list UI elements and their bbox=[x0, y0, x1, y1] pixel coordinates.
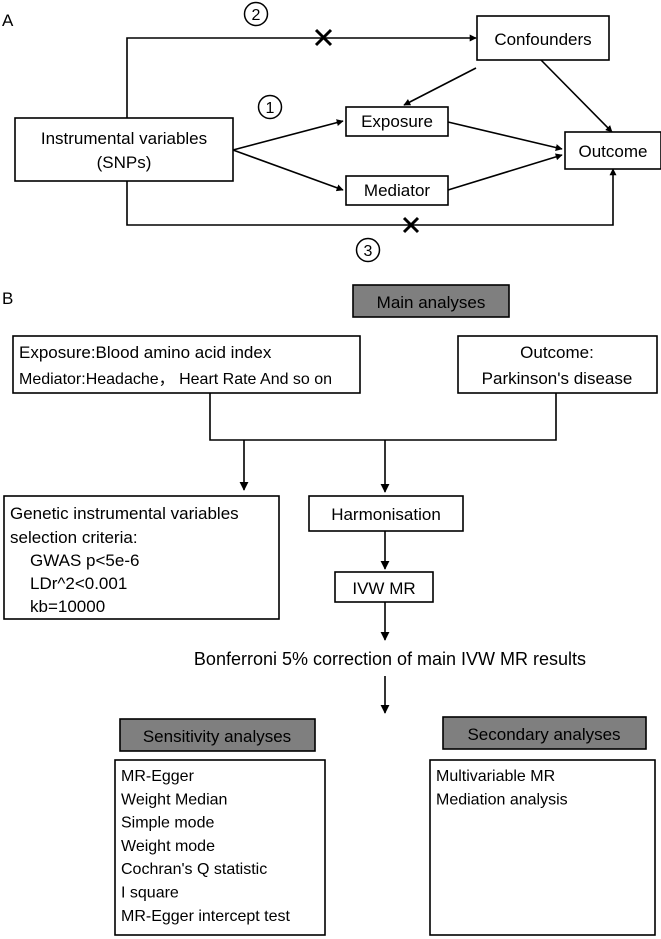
outcome-node: Outcome bbox=[564, 131, 661, 170]
inputs-merge-line bbox=[209, 393, 557, 441]
selection-criteria-box: Genetic instrumental variables selection… bbox=[3, 495, 280, 620]
sensitivity-list-item: Weight Median bbox=[121, 791, 227, 808]
svg-text:LDr^2<0.001: LDr^2<0.001 bbox=[30, 574, 127, 593]
svg-text:Instrumental variables: Instrumental variables bbox=[41, 129, 207, 148]
secondary-list-box: Multivariable MR Mediation analysis bbox=[429, 759, 656, 936]
path-marker-1: 1 bbox=[257, 94, 283, 120]
path-2-blocked-x-icon bbox=[314, 28, 333, 47]
mediator-node: Mediator bbox=[345, 175, 449, 206]
panel-b-connectors bbox=[209, 393, 557, 714]
ivw-mr-box: IVW MR bbox=[334, 571, 434, 603]
sensitivity-list-item: Weight mode bbox=[121, 838, 215, 855]
svg-text:Harmonisation: Harmonisation bbox=[331, 505, 441, 524]
instrumental-variables-node: Instrumental variables (SNPs) bbox=[14, 117, 234, 182]
svg-text:Mediator: Mediator bbox=[364, 181, 430, 200]
panel-b-label: B bbox=[2, 289, 13, 308]
path-3-arrow bbox=[126, 168, 617, 226]
sensitivity-list-item: MR-Egger intercept test bbox=[121, 908, 291, 925]
exposure-node: Exposure bbox=[345, 106, 449, 137]
svg-text:GWAS p<5e-6: GWAS p<5e-6 bbox=[30, 551, 139, 570]
confounders-to-outcome-arrow bbox=[540, 59, 613, 133]
svg-text:Sensitivity analyses: Sensitivity analyses bbox=[143, 727, 291, 746]
secondary-list-item: Mediation analysis bbox=[436, 791, 568, 808]
svg-text:selection criteria:: selection criteria: bbox=[10, 528, 138, 547]
exposure-to-outcome-arrow bbox=[447, 121, 563, 151]
svg-text:Exposure: Exposure bbox=[361, 112, 433, 131]
svg-text:Outcome: Outcome bbox=[579, 142, 648, 161]
svg-text:(SNPs): (SNPs) bbox=[97, 153, 152, 172]
svg-text:Exposure:Blood amino acid inde: Exposure:Blood amino acid index bbox=[19, 343, 272, 362]
svg-text:Main analyses: Main analyses bbox=[377, 293, 486, 312]
svg-text:Secondary analyses: Secondary analyses bbox=[467, 725, 620, 744]
secondary-list-item: Multivariable MR bbox=[436, 768, 555, 785]
svg-text:2: 2 bbox=[252, 7, 261, 24]
exposure-mediator-box: Exposure:Blood amino acid index Mediator… bbox=[12, 335, 361, 394]
iv-to-mediator-arrow bbox=[232, 149, 344, 192]
path-marker-3: 3 bbox=[355, 237, 381, 263]
mediator-to-outcome-arrow bbox=[447, 153, 563, 191]
svg-text:Outcome:: Outcome: bbox=[520, 343, 594, 362]
sensitivity-list-item: Simple mode bbox=[121, 815, 214, 832]
svg-text:3: 3 bbox=[364, 243, 373, 260]
harmonisation-box: Harmonisation bbox=[308, 495, 464, 532]
sensitivity-list-item: I square bbox=[121, 885, 179, 902]
svg-text:Confounders: Confounders bbox=[494, 30, 591, 49]
confounders-node: Confounders bbox=[476, 15, 610, 61]
blocked-path-marks bbox=[314, 28, 420, 234]
svg-text:IVW MR: IVW MR bbox=[352, 579, 415, 598]
path-3-blocked-x-icon bbox=[402, 216, 420, 234]
sensitivity-list-item: Cochran's Q statistic bbox=[121, 861, 267, 878]
svg-text:kb=10000: kb=10000 bbox=[30, 597, 105, 616]
panel-a-label: A bbox=[2, 11, 14, 30]
main-analyses-header: Main analyses bbox=[352, 284, 510, 318]
path-2-arrow bbox=[126, 34, 477, 118]
svg-text:Genetic instrumental variables: Genetic instrumental variables bbox=[10, 504, 239, 523]
confounders-to-exposure-arrow bbox=[403, 67, 477, 106]
outcome-box: Outcome: Parkinson's disease bbox=[457, 335, 658, 394]
sensitivity-list-item: MR-Egger bbox=[121, 768, 195, 785]
svg-text:Mediator:Headache， Heart Rate: Mediator:Headache， Heart Rate And so on bbox=[19, 371, 332, 388]
secondary-analyses-header: Secondary analyses bbox=[442, 716, 647, 750]
panel-a-connectors bbox=[126, 34, 617, 226]
svg-text:1: 1 bbox=[266, 100, 275, 117]
bonferroni-text: Bonferroni 5% correction of main IVW MR … bbox=[194, 649, 586, 669]
iv-to-exposure-arrow bbox=[232, 119, 344, 151]
path-marker-2: 2 bbox=[243, 1, 269, 27]
svg-text:Parkinson's disease: Parkinson's disease bbox=[482, 369, 633, 388]
sensitivity-analyses-header: Sensitivity analyses bbox=[119, 718, 316, 752]
